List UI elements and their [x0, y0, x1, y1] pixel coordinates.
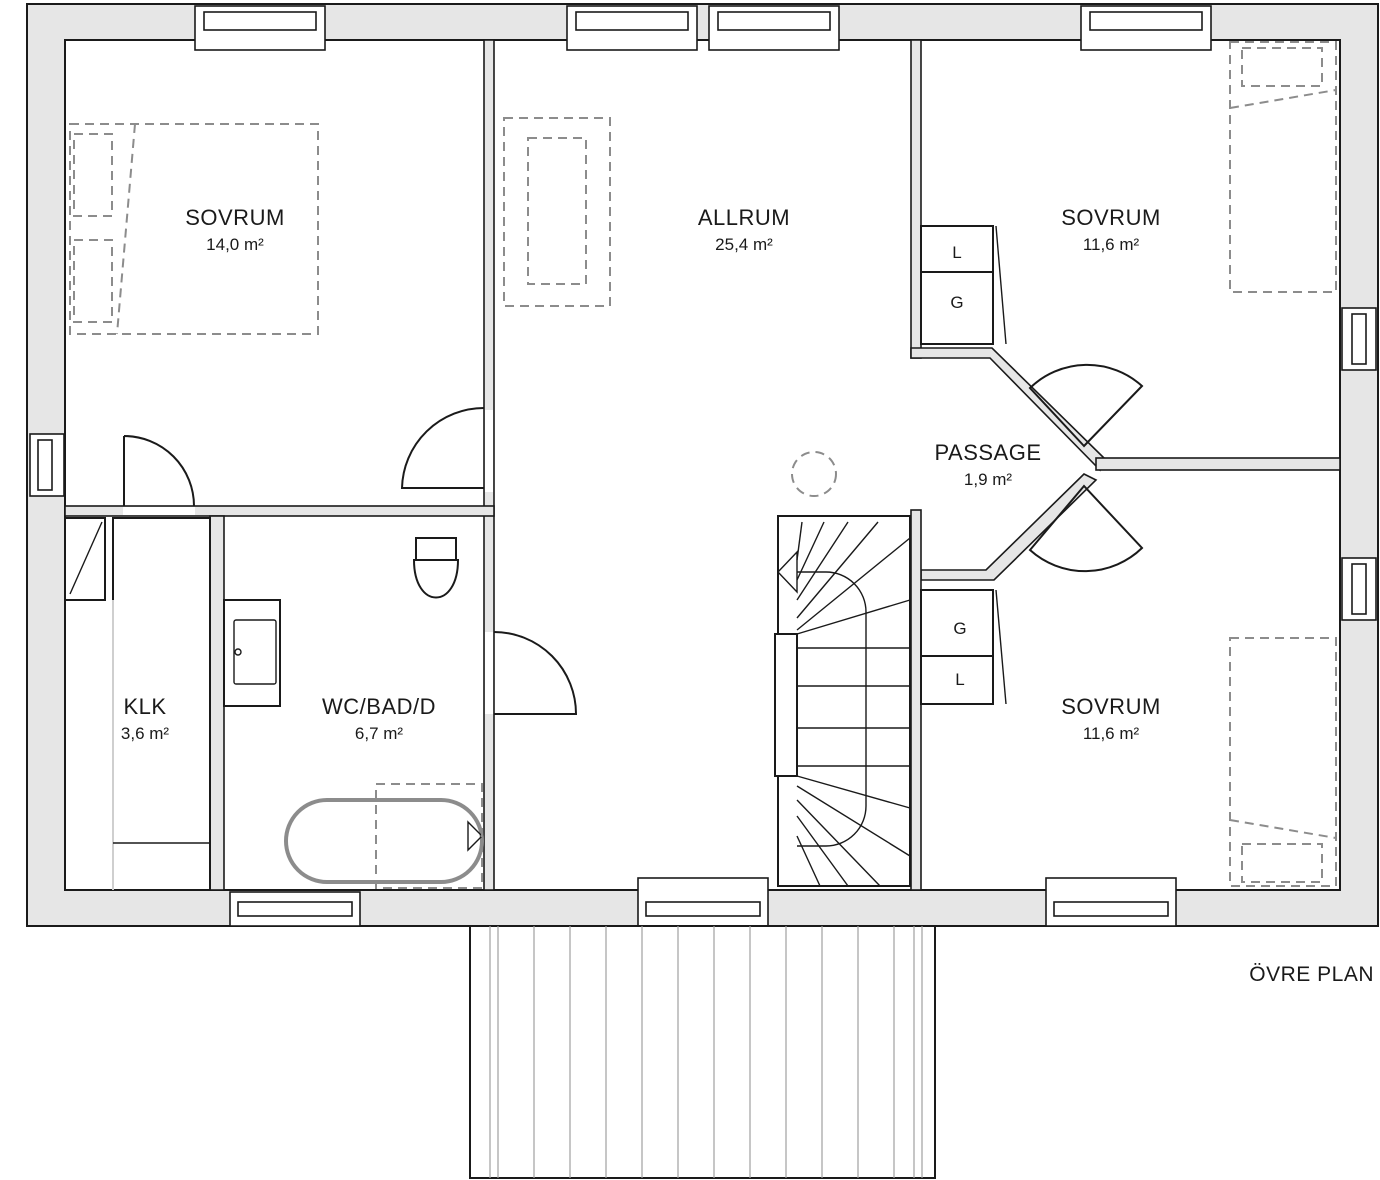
wardrobe-se-bottom-label: L: [955, 670, 964, 689]
room-name-bathroom: WC/BAD/D: [322, 694, 436, 719]
door-openings: [123, 410, 493, 714]
furniture-dashed: [69, 41, 1337, 887]
bathroom-fixtures: [223, 537, 484, 889]
room-name-bedroom-ne: SOVRUM: [1061, 205, 1161, 230]
room-labels: SOVRUM 14,0 m² ALLRUM 25,4 m² SOVRUM 11,…: [121, 205, 1161, 743]
wardrobe-se-top-label: G: [953, 619, 966, 638]
room-area-closet: 3,6 m²: [121, 724, 170, 743]
room-name-living: ALLRUM: [698, 205, 790, 230]
room-name-closet: KLK: [123, 694, 166, 719]
interior-walls: [64, 39, 1341, 891]
room-area-bedroom-ne: 11,6 m²: [1083, 235, 1140, 254]
wardrobe-ne-top-label: L: [952, 243, 961, 262]
floor-label: ÖVRE PLAN: [1249, 963, 1374, 986]
windows: [29, 5, 1377, 927]
room-area-living: 25,4 m²: [715, 235, 773, 254]
room-name-bedroom-nw: SOVRUM: [185, 205, 285, 230]
room-area-bathroom: 6,7 m²: [355, 724, 404, 743]
doors: [123, 363, 1144, 715]
wardrobe-labels: L G G L: [950, 243, 966, 689]
room-area-bedroom-se: 11,6 m²: [1083, 724, 1140, 743]
closet-shelving: [64, 517, 211, 891]
balcony-deck: [469, 925, 936, 1179]
room-name-hall: PASSAGE: [934, 440, 1041, 465]
room-name-bedroom-se: SOVRUM: [1061, 694, 1161, 719]
room-area-bedroom-nw: 14,0 m²: [206, 235, 264, 254]
staircase: [774, 515, 911, 887]
wardrobes: [920, 225, 1007, 705]
wardrobe-ne-bottom-label: G: [950, 293, 963, 312]
room-area-hall: 1,9 m²: [964, 470, 1013, 489]
